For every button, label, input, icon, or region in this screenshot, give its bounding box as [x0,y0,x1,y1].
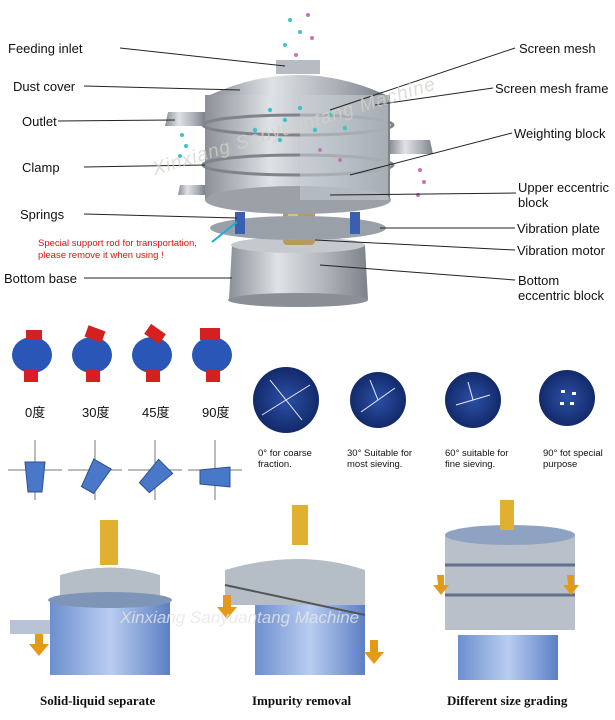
flow-note-2-line2: fine sieving. [445,459,496,470]
warning-note: Special support rod for transportation, … [38,238,197,262]
angle-label-30: 30度 [82,405,110,420]
flow-note-1: 30° Suitable for most sieving. [347,448,412,470]
label-vibration-plate: Vibration plate [517,221,600,236]
flow-note-1-line1: 30° Suitable for [347,448,413,459]
label-weighting-block: Weighting block [514,126,606,141]
outlet-right-shape [390,140,433,154]
label-screen-mesh: Screen mesh [519,41,596,56]
flow-note-3-line2: purpose [543,459,578,470]
particles-cyan [178,18,348,158]
label-springs: Springs [20,207,65,222]
caption-impurity-removal: Impurity removal [252,693,352,708]
flow-note-2-line1: 60° suitable for [445,448,509,459]
feeding-inlet-shape [276,60,320,74]
flow-note-0: 0° for coarse fraction. [258,448,312,470]
caption-solid-liquid: Solid-liquid separate [40,693,156,708]
label-feeding-inlet: Feeding inlet [8,41,83,56]
label-clamp: Clamp [22,160,60,175]
label-screen-mesh-frame: Screen mesh frame [495,81,609,96]
application-machines [10,500,579,680]
label-dust-cover: Dust cover [13,79,76,94]
angle-label-90: 90度 [202,405,230,420]
angle-label-0: 0度 [25,405,46,420]
warning-line2: please remove it when using ! [38,250,164,261]
flow-note-0-line1: 0° for coarse [258,448,312,459]
label-bottom-eccentric-block: Bottom eccentric block [518,273,604,303]
dust-cover-shape [210,75,386,95]
flow-note-0-line2: fraction. [258,459,292,470]
watermark-bottom: Xinxiang Sanyuantang Machine [120,608,360,627]
label-upper-eccentric-block: Upper eccentric block [518,180,610,210]
motor-icons [12,323,232,382]
springs-shape [235,212,245,234]
flow-note-1-line2: most sieving. [347,459,403,470]
label-bottom-base: Bottom base [4,271,77,286]
leader-lines [57,47,517,281]
caption-size-grading: Different size grading [447,693,568,708]
flow-note-3: 90° fot special purpose [543,448,603,470]
flow-discs [253,367,595,433]
angle-label-45: 45度 [142,405,170,420]
warning-line1: Special support rod for transportation, [38,238,197,249]
label-outlet: Outlet [22,114,57,129]
flow-note-2: 60° suitable for fine sieving. [445,448,508,470]
label-vibration-motor: Vibration motor [517,243,605,258]
bottom-base-shape [229,245,368,300]
flow-note-3-line1: 90° fot special [543,448,603,459]
vibration-plate-shape [210,216,386,240]
outlet-left-shape [165,112,205,126]
